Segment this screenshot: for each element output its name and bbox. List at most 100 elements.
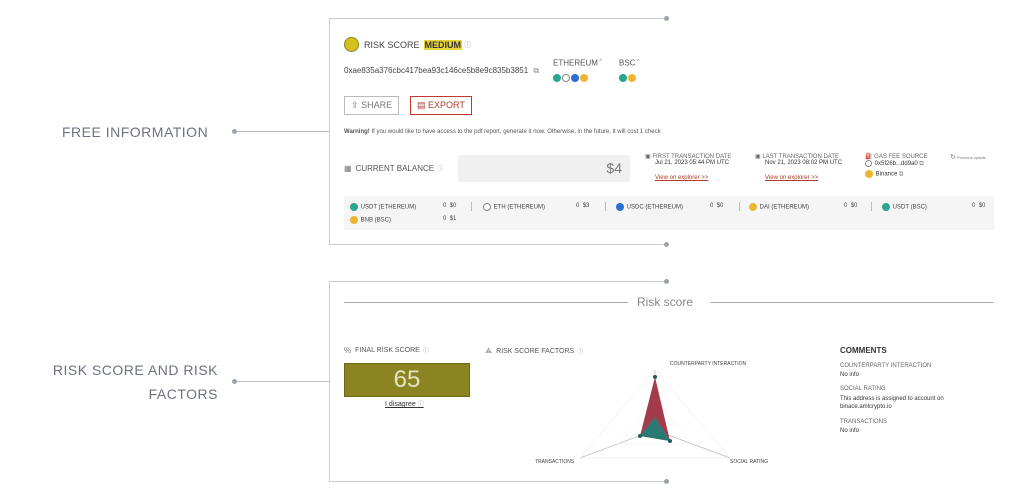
share-button[interactable]: ⇪ SHARE (344, 96, 400, 115)
section-rule-left (344, 302, 628, 303)
dai-coin-icon (580, 74, 588, 83)
bottom-frame-dot (664, 279, 669, 284)
usdt-coin-icon (553, 74, 561, 83)
warning-text: If you would like to have access to the … (369, 129, 661, 135)
previous-update[interactable]: ↻ Previous update (950, 153, 1000, 161)
radar-label-left: TRANSACTIONS (535, 459, 575, 465)
copy-icon[interactable]: ⧉ (919, 161, 924, 168)
eth-coin-icon (483, 203, 491, 211)
top-frame-bottom (329, 244, 667, 245)
comment-text: No info (840, 372, 860, 378)
share-icon: ⇪ (351, 100, 359, 110)
gas-fee-source: ⛽ GAS FEE SOURCE 0x5f26b...dd9a0 ⧉ Binan… (865, 153, 943, 179)
usdc-coin-icon (616, 203, 624, 211)
balance-value: $4 (606, 160, 622, 176)
ethereum-coin-icons (553, 70, 602, 88)
token-usdc-eth: USDC (ETHEREUM) (616, 203, 683, 211)
token-amount: 0 (710, 203, 714, 209)
token-value: $0 (978, 203, 986, 209)
info-icon: ⓘ (417, 402, 424, 408)
top-frame-left (329, 18, 330, 244)
usdc-coin-icon (571, 74, 579, 83)
external-link-icon[interactable]: ↗ (597, 58, 603, 64)
first-transaction: ▣ FIRST TRANSACTION DATE Jul 21, 2023 05… (645, 153, 745, 184)
info-icon[interactable]: ⓘ (437, 167, 444, 173)
token-bnb-bsc-amounts: 0 $1 (443, 216, 456, 222)
copy-icon[interactable]: ⧉ (899, 171, 904, 178)
info-icon[interactable]: ⓘ (464, 41, 472, 49)
warning-prefix: Warning! (344, 129, 370, 135)
copy-icon[interactable]: ⧉ (533, 66, 540, 75)
top-frame-bottom-dot (664, 242, 669, 247)
radar-label-top: COUNTERPARTY INTERACTION (670, 361, 747, 367)
comment-text: No info (840, 428, 860, 434)
first-tx-value: Jul 21, 2023 05:44 PM UTC (655, 160, 730, 166)
usdt-coin-icon (350, 203, 358, 211)
gas-fee-address: 0x5f26b...dd9a0 (874, 161, 918, 168)
pdf-icon: ▤ (417, 100, 426, 110)
export-label: EXPORT (428, 100, 465, 110)
disagree-link[interactable]: I disagree ⓘ (385, 399, 424, 408)
refresh-icon: ↻ (950, 154, 956, 161)
token-name: USDC (ETHEREUM) (626, 204, 684, 211)
section-rule-right (710, 302, 994, 303)
connector-line-1 (236, 131, 330, 132)
token-usdt-eth-amounts: 0 $0 (443, 203, 456, 209)
current-balance-label: CURRENT BALANCE (355, 164, 435, 173)
risk-score-title: RISK SCORE (364, 39, 420, 50)
risk-level-indicator (344, 37, 359, 52)
token-amount: 0 (443, 203, 447, 209)
token-dai-eth-amounts: 0 $0 (844, 203, 857, 209)
binance-coin-icon (865, 170, 873, 179)
last-tx-explorer-link[interactable]: View on explorer >> (765, 175, 819, 181)
radar-icon: ⟁ (485, 346, 493, 355)
eth-coin-icon (562, 74, 570, 83)
top-frame-top (329, 18, 667, 19)
comment-item: COUNTERPARTY INTERACTION No info (840, 363, 1000, 378)
calendar-icon: ▣ (645, 154, 651, 160)
token-divider (605, 202, 606, 211)
bottom-frame-bottom (329, 481, 667, 482)
network-bsc: BSC↗ (619, 58, 640, 88)
bottom-frame-bottom-dot (664, 479, 669, 484)
radar-point-left (638, 434, 642, 438)
token-usdt-bsc-amounts: 0 $0 (972, 203, 985, 209)
final-risk-score-value: 65 (344, 363, 470, 397)
risk-score-label: RISK SCORE AND RISK FACTORS (20, 358, 218, 406)
warning-message: Warning! If you would like to have acces… (344, 129, 661, 135)
bottom-frame-top (329, 281, 667, 282)
token-name: USDT (BSC) (892, 204, 927, 211)
top-frame-dot (664, 16, 669, 21)
token-usdc-eth-amounts: 0 $0 (710, 203, 723, 209)
token-value: $0 (716, 203, 724, 209)
dai-coin-icon (749, 203, 757, 211)
token-dai-eth: DAI (ETHEREUM) (749, 203, 809, 211)
radar-point-top (653, 375, 657, 379)
previous-update-label: Previous update (957, 155, 986, 160)
current-balance-label-row: ▦ CURRENT BALANCE ⓘ (344, 164, 443, 173)
token-eth-eth: ETH (ETHEREUM) (483, 203, 545, 211)
wallet-address: 0xae835a376cbc417bea93c146ce5b8e9c835b38… (344, 66, 529, 75)
last-tx-value: Nov 21, 2023 08:02 PM UTC (765, 160, 843, 166)
token-amount: 0 (576, 203, 580, 209)
connector-line-2 (236, 381, 330, 382)
bsc-coin-icons (619, 70, 640, 88)
info-icon[interactable]: ⓘ (577, 349, 584, 356)
token-value: $1 (449, 216, 457, 222)
risk-score-header: RISK SCORE MEDIUM ⓘ (344, 37, 471, 52)
token-value: $0 (850, 203, 858, 209)
export-button[interactable]: ▤ EXPORT (410, 96, 472, 115)
first-tx-explorer-link[interactable]: View on explorer >> (655, 175, 709, 181)
last-tx-label: LAST TRANSACTION DATE (762, 154, 840, 160)
token-divider (471, 202, 472, 211)
info-icon[interactable]: ⓘ (422, 349, 429, 355)
wallet-icon: ▦ (344, 164, 352, 173)
risk-factors-radar-chart: COUNTERPARTY INTERACTION TRANSACTIONS SO… (535, 361, 768, 465)
risk-factors-label-row: ⟁ RISK SCORE FACTORS ⓘ (485, 346, 583, 356)
token-usdt-bsc: USDT (BSC) (882, 203, 927, 211)
comments-list: COUNTERPARTY INTERACTION No info SOCIAL … (840, 363, 1000, 434)
network-bsc-label: BSC (619, 58, 636, 68)
token-usdt-eth: USDT (ETHEREUM) (350, 203, 416, 211)
token-name: BNB (BSC) (360, 217, 392, 224)
external-link-icon[interactable]: ↗ (635, 58, 640, 64)
